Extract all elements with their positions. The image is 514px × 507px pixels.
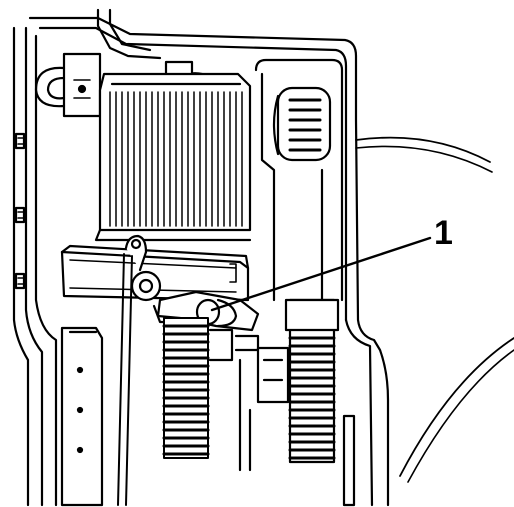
clamp-bracket [60, 234, 250, 506]
callout-label-1: 1 [434, 214, 453, 252]
top-latch [34, 8, 162, 118]
callout-leader-line [210, 236, 432, 312]
hose-connector-block [208, 328, 290, 472]
left-corrugated-hose [162, 317, 210, 459]
left-housing-wall [12, 26, 44, 507]
callout-1: 1 [210, 214, 453, 312]
external-cable [355, 136, 493, 173]
wheel-arc [399, 337, 514, 483]
vertical-tube-channel [254, 58, 344, 302]
lower-side-plate [60, 326, 104, 507]
right-post [342, 414, 356, 507]
filter-panel [94, 72, 252, 242]
cabinet-frame [28, 16, 390, 507]
right-corrugated-hose [284, 298, 340, 464]
